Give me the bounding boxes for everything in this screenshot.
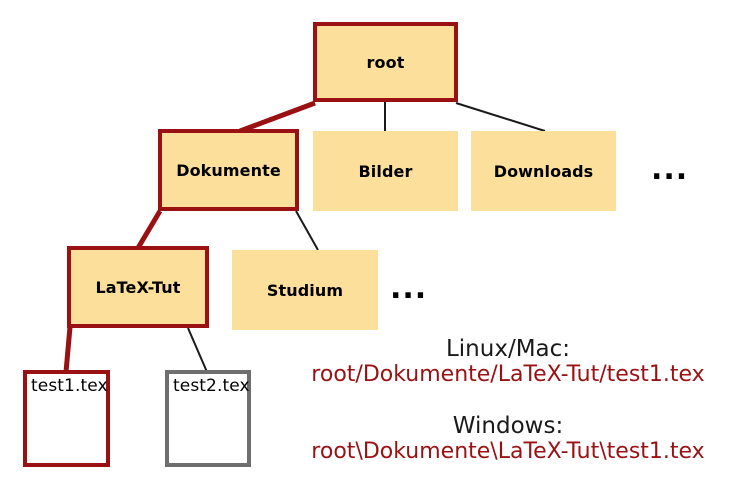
node-dokumente[interactable]: Dokumente <box>158 129 299 211</box>
windows-path-label: Windows: <box>452 413 564 439</box>
linux-path-value: root/Dokumente/LaTeX-Tut/test1.tex <box>311 362 705 388</box>
node-bilder[interactable]: Bilder <box>313 131 458 211</box>
node-downloads[interactable]: Downloads <box>471 131 616 211</box>
node-bilder-label: Bilder <box>358 161 413 181</box>
ellipsis-row-3: ... <box>390 271 428 306</box>
node-test1-label: test1.tex <box>31 376 108 396</box>
edge-dokumente-to-latextut <box>135 209 163 250</box>
node-root-label: root <box>366 52 405 72</box>
node-downloads-label: Downloads <box>493 161 594 181</box>
windows-path-block: Windows: root\Dokumente\LaTeX-Tut\test1.… <box>288 413 728 466</box>
linux-path-block: Linux/Mac: root/Dokumente/LaTeX-Tut/test… <box>288 336 728 389</box>
edge-dokumente-to-studium <box>295 210 319 251</box>
edge-latextut-to-test1 <box>63 326 73 373</box>
edge-root-to-dokumente <box>239 100 316 134</box>
node-studium[interactable]: Studium <box>232 250 378 330</box>
node-test2-file[interactable]: test2.tex <box>165 370 251 467</box>
node-test2-label: test2.tex <box>173 376 250 396</box>
windows-path-value: root\Dokumente\LaTeX-Tut\test1.tex <box>311 439 705 465</box>
ellipsis-row-2: ... <box>651 152 689 187</box>
edge-root-to-downloads <box>455 102 546 132</box>
node-studium-label: Studium <box>266 280 344 300</box>
linux-path-label: Linux/Mac: <box>445 336 571 362</box>
node-test1-file[interactable]: test1.tex <box>23 370 110 467</box>
node-latex-tut-label: LaTeX-Tut <box>95 277 181 297</box>
node-dokumente-label: Dokumente <box>176 160 281 180</box>
node-latex-tut[interactable]: LaTeX-Tut <box>67 246 209 328</box>
edge-latextut-to-test2 <box>187 327 208 373</box>
node-root[interactable]: root <box>313 22 458 102</box>
